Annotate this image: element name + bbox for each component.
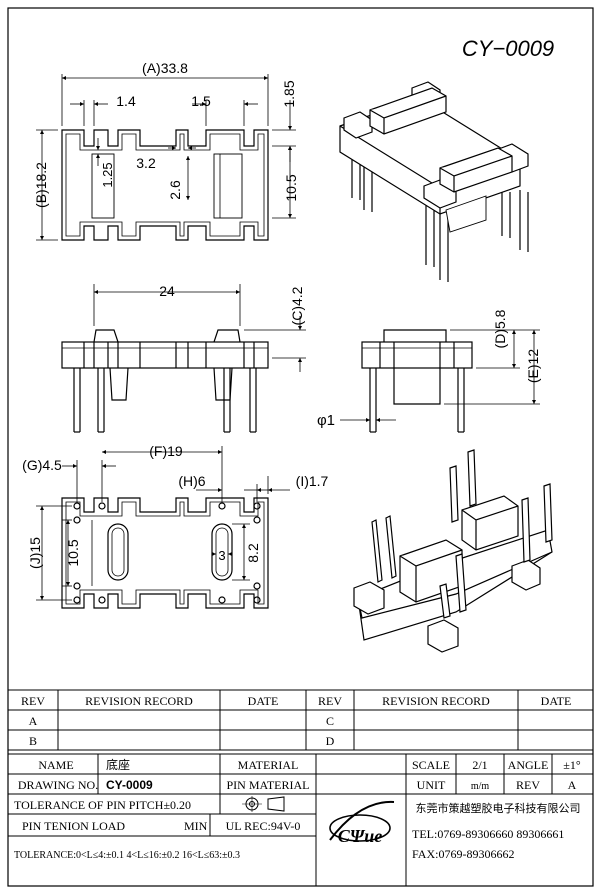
dim-i: (I)1.7	[296, 473, 329, 489]
side-view	[361, 329, 473, 433]
rev-record-header-1: REVISION RECORD	[85, 694, 193, 708]
pin-tension-label: PIN TENION LOAD	[22, 819, 125, 833]
side-view-dimensions	[340, 329, 540, 422]
unit-value: m/m	[471, 781, 490, 792]
logo-text: CΨue	[338, 826, 382, 846]
rev-value: A	[568, 778, 577, 792]
revision-table	[8, 689, 593, 751]
dim-f: (F)19	[149, 443, 183, 459]
rev-row-b: B	[29, 734, 37, 748]
dim-c4: 10.5	[283, 174, 299, 201]
angle-value: ±1°	[563, 758, 581, 772]
company-name: 东莞市策越塑胶电子科技有限公司	[416, 801, 581, 815]
dim-e: (E)12	[525, 349, 541, 383]
rev-header-1: REV	[21, 694, 45, 708]
drawing-no-label: DRAWING NO.	[18, 778, 98, 792]
company-logo: CΨue	[329, 800, 395, 846]
dim-b: (B)18.2	[33, 162, 49, 208]
dim-a: (A)33.8	[142, 60, 188, 76]
top-view	[61, 129, 269, 241]
top-view-dimensions	[36, 74, 296, 241]
dim-c1: 1.25	[100, 162, 115, 187]
name-label: NAME	[38, 758, 73, 772]
rev-record-header-2: REVISION RECORD	[382, 694, 490, 708]
rev-header-2: REV	[318, 694, 342, 708]
dim-c2: 3.2	[136, 155, 156, 171]
iso-view-bottom	[353, 449, 553, 653]
title-block-text: NAME 底座 MATERIAL SCALE 2/1 ANGLE ±1° DRA…	[14, 757, 581, 861]
dim-c3: 2.6	[167, 180, 183, 200]
dim-j: (J)15	[27, 537, 43, 569]
name-value: 底座	[106, 757, 130, 772]
tolerance-pitch: TOLERANCE OF PIN PITCH±0.20	[14, 798, 191, 812]
revision-table-text: REV REVISION RECORD DATE REV REVISION RE…	[21, 694, 571, 748]
iso-view-top	[339, 81, 529, 282]
drawing-title: CY−0009	[462, 36, 554, 61]
angle-label: ANGLE	[508, 758, 549, 772]
rev-label: REV	[516, 778, 540, 792]
ul-rec: UL REC:94V-0	[226, 819, 301, 833]
bottom-view-dimensions	[36, 446, 290, 601]
dim-a3: 1.85	[281, 80, 297, 107]
dim-s1: 3	[218, 548, 225, 563]
rev-row-c: C	[326, 714, 334, 728]
dim-d: (D)5.8	[492, 309, 508, 348]
date-header-2: DATE	[541, 694, 572, 708]
company-tel: TEL:0769-89306660 89306661	[412, 827, 564, 841]
rev-row-d: D	[326, 734, 335, 748]
dim-a1: 1.4	[116, 93, 136, 109]
pin-material-label: PIN MATERIAL	[227, 778, 310, 792]
scale-label: SCALE	[412, 758, 450, 772]
scale-value: 2/1	[472, 758, 487, 772]
dim-j1: 10.5	[65, 539, 81, 566]
unit-label: UNIT	[417, 778, 446, 792]
dim-g: (G)4.5	[22, 457, 62, 473]
projection-symbol	[242, 796, 285, 812]
dim-front-width: 24	[159, 283, 175, 299]
tolerance-general: TOLERANCE:0<L≤4:±0.1 4<L≤16:±0.2 16<L≤63…	[14, 850, 240, 861]
drawing-no-value: CY-0009	[106, 778, 153, 792]
pin-tension-value: MIN	[184, 819, 208, 833]
dim-phi: φ1	[317, 412, 335, 429]
rev-row-a: A	[29, 714, 38, 728]
title-block	[8, 753, 593, 886]
dim-s2: 8.2	[245, 543, 261, 563]
sheet-border	[7, 7, 594, 887]
front-view	[61, 329, 269, 433]
bottom-view	[61, 497, 269, 609]
dim-h: (H)6	[178, 473, 205, 489]
dim-c: (C)4.2	[289, 286, 305, 325]
date-header-1: DATE	[248, 694, 279, 708]
front-view-dimensions	[93, 284, 306, 372]
company-fax: FAX:0769-89306662	[412, 847, 514, 861]
dim-a2: 1.5	[191, 93, 211, 109]
material-label: MATERIAL	[238, 758, 299, 772]
